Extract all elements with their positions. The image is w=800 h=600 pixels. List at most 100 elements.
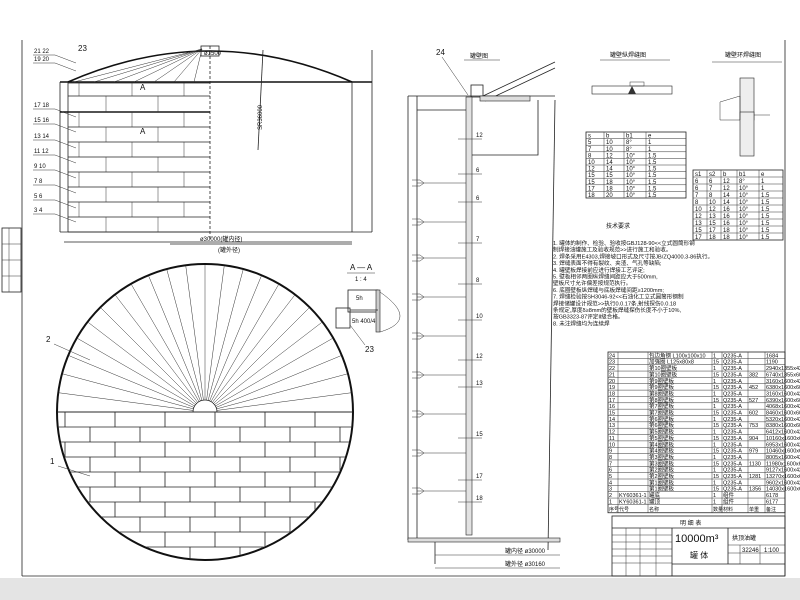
table-cell: 1.5 <box>648 186 657 192</box>
table-cell: 18 <box>606 180 613 186</box>
parts-cell: 15 <box>713 423 719 429</box>
table-header: b1 <box>626 134 633 140</box>
table-cell: 13 <box>709 214 716 220</box>
drawing-line <box>54 108 77 118</box>
plate-thickness-label: 8 <box>476 278 480 284</box>
drawing-line <box>210 284 279 402</box>
parts-cell: 1 <box>713 391 716 397</box>
part-label: 7 8 <box>34 179 43 185</box>
parts-cell: 11980x1600x6000 <box>766 461 800 467</box>
parts-cell: 1 <box>713 442 716 448</box>
drawing-line <box>212 295 295 403</box>
project-capacity: 10000m³ <box>675 533 719 545</box>
parts-cell: 第6圈壁板 <box>649 421 675 429</box>
parts-cell: 10460x1600x6000 <box>766 449 800 455</box>
table-cell: 14 <box>606 160 613 166</box>
table-border <box>607 351 786 514</box>
weld-note-1: 5h <box>356 296 363 302</box>
table-cell: 1.5 <box>761 200 770 206</box>
drawing-scale: 1:100 <box>764 548 780 554</box>
outer-diameter-label: 罐外径 ø30160 <box>505 560 546 568</box>
parts-cell: 第6圈壁板 <box>649 415 675 423</box>
note-line: 按GB3323-87评定Ⅱ级合格。 <box>553 313 624 321</box>
note-line: 4. 罐壁板焊接前应进行焊接工艺评定; <box>553 266 645 274</box>
table-cell: 16 <box>723 221 730 227</box>
part-label-23-detail: 23 <box>365 345 374 354</box>
drawing-line <box>54 154 77 164</box>
table-cell: 10° <box>739 200 749 206</box>
part-label: 5 6 <box>34 194 43 200</box>
table-header: s <box>588 134 591 140</box>
parts-cell: 1 <box>713 353 716 359</box>
parts-cell: Q235-A <box>723 360 742 366</box>
table-cell: 17 <box>695 235 702 241</box>
parts-cell: Q235-A <box>723 353 742 359</box>
parts-cell: Q235-A <box>723 487 742 493</box>
weld-detail-circumferential: 罐壁环焊缝图 <box>712 51 782 157</box>
table-cell: 1 <box>761 179 765 185</box>
parts-cell: Q235-A <box>723 468 742 474</box>
plate-thickness-label: 6 <box>476 196 480 202</box>
parts-cell: 第2圈壁板 <box>649 466 675 474</box>
parts-cell: 16 <box>609 404 615 410</box>
parts-cell: 10 <box>609 442 615 448</box>
parts-cell: Q235-A <box>723 423 742 429</box>
parts-cell: 1 <box>713 366 716 372</box>
parts-cell: 13270x1600x6000 <box>766 474 800 480</box>
table-header: b <box>723 172 727 178</box>
parts-cell: Q235-A <box>723 417 742 423</box>
parts-cell: 1 <box>713 455 716 461</box>
table-cell: 1.5 <box>761 235 770 241</box>
parts-cell: Q235-A <box>723 379 742 385</box>
table-cell: 12 <box>723 179 730 185</box>
drawing-line <box>209 276 262 402</box>
table-cell: 10° <box>626 180 636 186</box>
parts-cell: 第5圈壁板 <box>649 434 675 442</box>
table-cell: 1 <box>648 140 652 146</box>
parts-cell: 第5圈壁板 <box>649 428 675 436</box>
parts-cell: 6177 <box>766 499 778 505</box>
table-cell: 18 <box>588 193 595 199</box>
parts-cell: 2 <box>609 493 612 499</box>
drawing-line <box>206 266 225 401</box>
parts-cell: 1 <box>713 493 716 499</box>
part-label: 3 4 <box>34 208 43 214</box>
table-cell: 10° <box>739 207 749 213</box>
parts-cell: 第4圈壁板 <box>649 447 675 455</box>
outer-diameter-dimension: (罐外径) <box>218 246 240 254</box>
parts-cell: 6390x1600x6000 <box>766 398 800 404</box>
parts-cell: 602 <box>749 411 758 417</box>
table-cell: 16 <box>723 207 730 213</box>
table-cell: 16 <box>723 214 730 220</box>
part-label: 13 14 <box>34 134 50 140</box>
table-cell: 5 <box>588 140 592 146</box>
parts-header: 备注 <box>766 506 776 513</box>
parts-cell: Q235-A <box>723 372 742 378</box>
table-cell: 1.5 <box>648 167 657 173</box>
parts-cell: 979 <box>749 449 758 455</box>
section-mark-a-bottom: A <box>140 127 146 136</box>
parts-header: 序号 <box>609 506 619 513</box>
part-label: 19 20 <box>34 57 50 63</box>
table-cell: 10° <box>739 221 749 227</box>
parts-cell: 382 <box>749 372 758 378</box>
drawing-line <box>148 276 201 402</box>
drawing-line <box>213 307 310 404</box>
drawing-line <box>166 269 203 401</box>
note-line: 焊接储罐设计规范>>执行0.0.17条,射线探伤0.0.18 <box>553 299 676 307</box>
drawing-line <box>88 322 196 405</box>
table-cell: 12 <box>606 153 613 159</box>
parts-cell: Q235-A <box>723 404 742 410</box>
table-cell: 1.5 <box>648 193 657 199</box>
plate-thickness-label: 18 <box>476 496 483 502</box>
table-cell: 15 <box>588 180 595 186</box>
parts-cell: Q235-A <box>723 436 742 442</box>
table-cell: 14 <box>723 193 730 199</box>
parts-cell: 5 <box>609 474 612 480</box>
drawing-line <box>215 355 341 408</box>
parts-cell: 第9圈壁板 <box>649 383 675 391</box>
part-label: 11 12 <box>34 149 49 155</box>
drawing-line <box>54 62 77 72</box>
note-line: 条规定,厚度δ≥8mm的壁板焊缝探伤长度不小于10%, <box>553 306 681 314</box>
